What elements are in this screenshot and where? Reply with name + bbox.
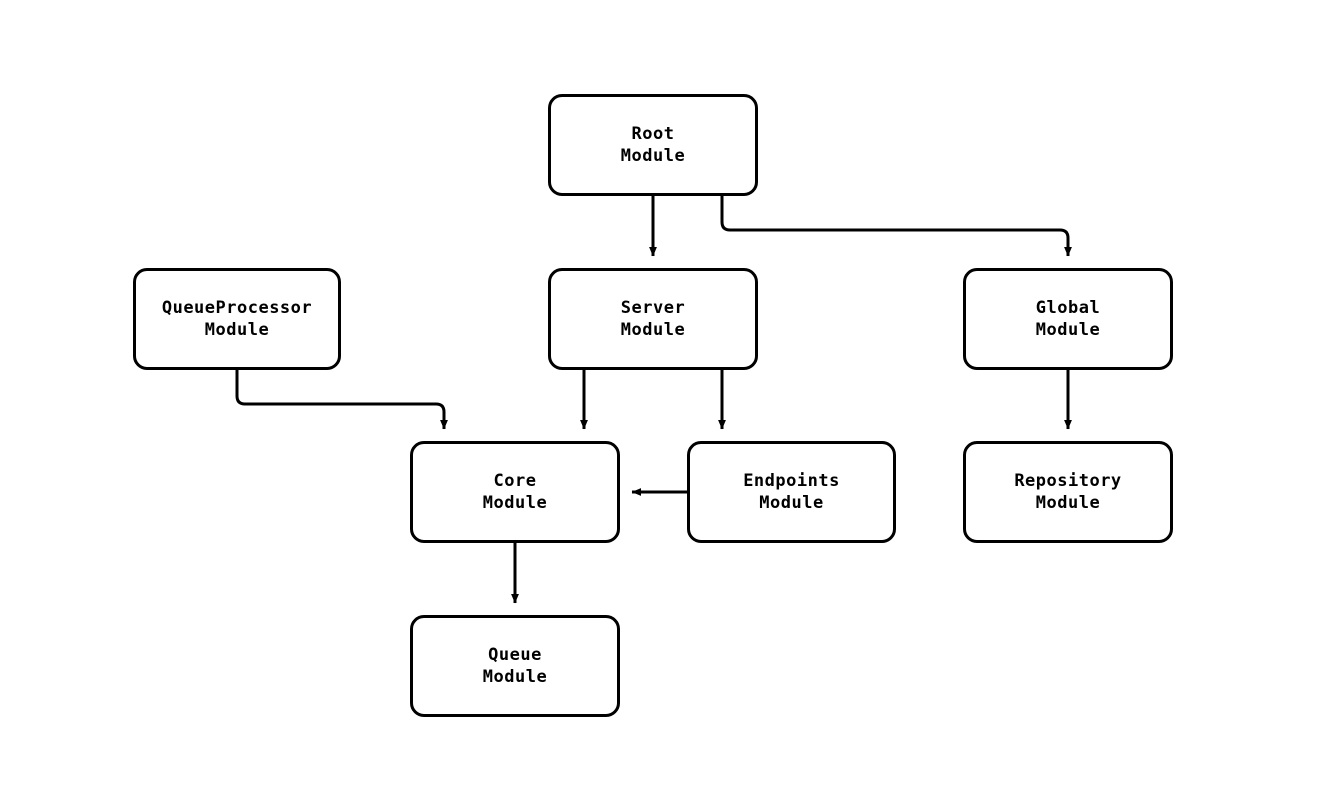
node-core-module-label-line1: Core [493,471,537,491]
node-queue-module-label-line2: Module [482,667,548,687]
node-global-module-label-line1: Global [1035,298,1101,318]
node-repository-module[interactable]: Repository Module [963,441,1173,543]
edge-queueprocessor-to-core [235,370,448,430]
node-root-module[interactable]: Root Module [548,94,758,196]
node-core-module-label-line2: Module [482,493,548,513]
node-server-module-label-line2: Module [620,320,686,340]
node-server-module[interactable]: Server Module [548,268,758,370]
node-queue-module-label-line1: Queue [488,645,542,665]
node-global-module[interactable]: Global Module [963,268,1173,370]
node-root-module-label-line1: Root [631,124,675,144]
node-repository-module-label-line1: Repository [1014,471,1122,491]
node-endpoints-module[interactable]: Endpoints Module [687,441,896,543]
node-endpoints-module-label-line1: Endpoints [743,471,840,491]
node-queue-module[interactable]: Queue Module [410,615,620,717]
node-queueprocessor-module[interactable]: QueueProcessor Module [133,268,341,370]
node-global-module-label-line2: Module [1035,320,1101,340]
edge-root-to-global [720,196,1072,257]
node-core-module[interactable]: Core Module [410,441,620,543]
node-server-module-label-line1: Server [620,298,686,318]
node-queueprocessor-module-label-line1: QueueProcessor [161,298,313,318]
node-queueprocessor-module-label-line2: Module [204,320,270,340]
node-endpoints-module-label-line2: Module [759,493,824,513]
node-repository-module-label-line2: Module [1035,493,1101,513]
node-root-module-label-line2: Module [620,146,686,166]
